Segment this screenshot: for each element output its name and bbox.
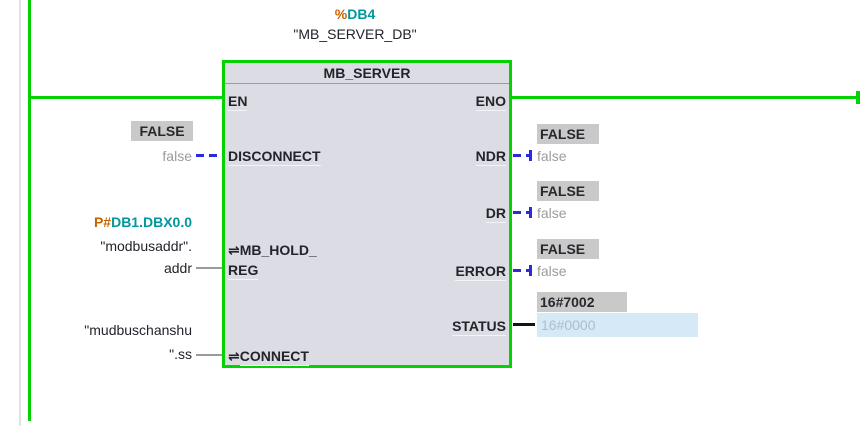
operand-connect-line2[interactable]: ".ss xyxy=(169,346,192,362)
wire-dr-end xyxy=(529,207,532,218)
wire-en xyxy=(31,96,222,99)
pointer-prefix: P# xyxy=(93,214,112,230)
pin-status[interactable]: STATUS xyxy=(452,318,506,336)
monitor-value-disconnect[interactable]: FALSE xyxy=(131,121,193,141)
margin-rule xyxy=(19,0,21,426)
wire-end-arrow xyxy=(856,91,860,104)
wire-error xyxy=(513,269,530,272)
operand-connect-line1[interactable]: "mudbuschanshu xyxy=(84,322,192,338)
db-address: DB4 xyxy=(347,6,376,22)
wire-eno xyxy=(512,96,858,99)
pin-en[interactable]: EN xyxy=(228,93,248,111)
wire-ndr xyxy=(513,154,530,157)
instance-db-name[interactable]: "MB_SERVER_DB" xyxy=(293,26,417,42)
power-rail xyxy=(28,0,31,421)
pin-dr[interactable]: DR xyxy=(485,205,506,223)
wire-disconnect xyxy=(196,154,221,157)
wire-error-end xyxy=(529,265,532,276)
wire-ndr-end xyxy=(529,150,532,161)
mb-server-block[interactable]: MB_SERVER xyxy=(222,60,512,368)
monitor-value-error[interactable]: FALSE xyxy=(537,239,599,259)
pin-disconnect[interactable]: DISCONNECT xyxy=(228,148,321,166)
monitor-value-ndr[interactable]: FALSE xyxy=(537,124,599,144)
pin-ndr[interactable]: NDR xyxy=(475,148,506,166)
operand-error[interactable]: false xyxy=(537,263,567,279)
wire-mb-hold-reg xyxy=(196,267,222,269)
wire-status xyxy=(513,323,535,326)
inout-arrows-icon: ⇌ xyxy=(228,242,240,258)
operand-ndr[interactable]: false xyxy=(537,148,567,164)
pin-connect[interactable]: ⇌CONNECT xyxy=(228,348,309,366)
wire-connect xyxy=(196,354,222,356)
operand-mb-hold-reg-name-line1[interactable]: "modbusaddr". xyxy=(100,238,192,254)
wire-dr xyxy=(513,211,530,214)
operand-mb-hold-reg-name-line2[interactable]: addr xyxy=(163,260,192,276)
operand-status-field[interactable]: 16#0000 xyxy=(537,313,698,337)
operand-mb-hold-reg-address[interactable]: P#DB1.DBX0.0 xyxy=(93,214,192,230)
block-title[interactable]: MB_SERVER xyxy=(225,63,509,84)
instance-db-address[interactable]: %DB4 xyxy=(210,6,500,22)
inout-arrows-icon: ⇌ xyxy=(228,348,240,364)
operand-disconnect[interactable]: false xyxy=(162,148,192,164)
monitor-value-status[interactable]: 16#7002 xyxy=(537,292,627,312)
monitor-value-dr[interactable]: FALSE xyxy=(537,181,599,201)
pin-eno[interactable]: ENO xyxy=(475,93,506,111)
pin-mb-hold-reg-line1[interactable]: ⇌MB_HOLD_ xyxy=(228,242,317,258)
pin-error[interactable]: ERROR xyxy=(455,263,506,281)
operand-dr[interactable]: false xyxy=(537,205,567,221)
pin-mb-hold-reg-line2[interactable]: REG xyxy=(228,262,259,280)
db-address-prefix: % xyxy=(334,6,348,22)
